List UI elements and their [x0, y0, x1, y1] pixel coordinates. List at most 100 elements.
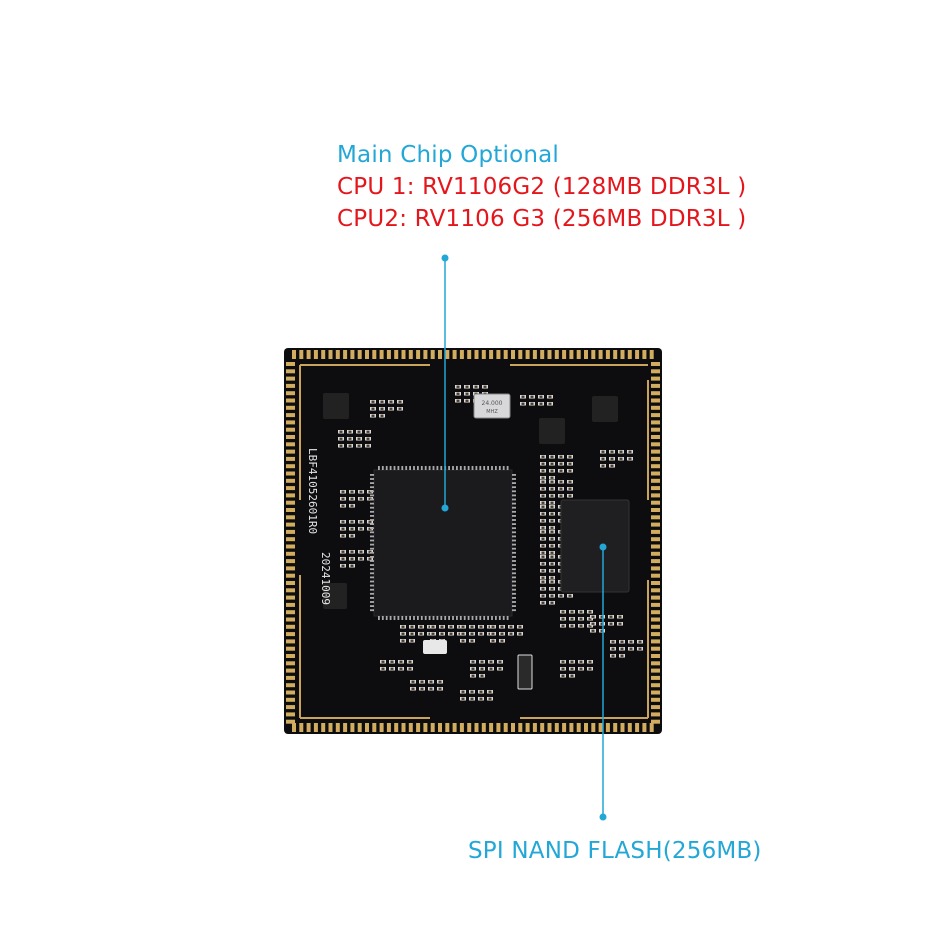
passive-body: [550, 551, 554, 554]
passive-body: [461, 625, 465, 628]
edge-pad: [286, 362, 295, 366]
edge-pad: [562, 723, 567, 732]
passive-body: [550, 455, 554, 458]
cpu-pin: [432, 466, 435, 470]
edge-pad: [620, 350, 625, 359]
edge-pad: [286, 719, 295, 724]
cpu-pin: [512, 531, 516, 534]
passive-body: [449, 632, 453, 635]
edge-pad: [286, 610, 295, 615]
passive-body: [341, 520, 345, 523]
passive-body: [611, 640, 615, 643]
cpu-pin: [512, 551, 516, 554]
passive-body: [491, 632, 495, 635]
edge-pad: [459, 723, 464, 732]
cpu-pin: [397, 466, 400, 470]
edge-pad: [503, 723, 508, 732]
edge-pad: [635, 350, 640, 359]
passive-body: [541, 530, 545, 533]
passive-body: [550, 494, 554, 497]
nand-flash-chip: [560, 499, 630, 593]
cpu-pin: [512, 523, 516, 525]
edge-pad: [651, 690, 660, 695]
edge-pad: [651, 675, 660, 680]
edge-pad: [306, 723, 311, 732]
edge-pad: [328, 723, 333, 732]
cpu-pin: [487, 466, 489, 470]
passive-body: [518, 625, 522, 628]
cpu-pin: [370, 506, 374, 509]
passive-body: [541, 476, 545, 479]
crystal-sub-text: MHZ: [486, 409, 498, 415]
edge-pad: [651, 581, 660, 585]
passive-body: [398, 400, 402, 403]
edge-pad: [489, 350, 494, 359]
cpu-pin: [417, 466, 419, 470]
passive-body: [366, 437, 370, 440]
edge-pad: [286, 500, 295, 505]
edge-pad: [467, 350, 472, 359]
cpu-pin: [393, 616, 396, 620]
passive-body: [381, 667, 385, 670]
passive-body: [579, 667, 583, 670]
cpu-pin: [370, 531, 374, 534]
edge-pad: [651, 456, 660, 461]
passive-body: [389, 407, 393, 410]
passive-body: [438, 680, 442, 683]
cpu-pin: [385, 466, 388, 470]
passive-body: [570, 674, 574, 677]
edge-pad: [286, 617, 295, 622]
main-chip-title: Main Chip Optional: [337, 142, 559, 168]
edge-pad: [651, 573, 660, 578]
edge-pad: [651, 391, 660, 396]
edge-pad: [286, 668, 295, 673]
cpu-pin: [512, 592, 516, 595]
cpu-pin: [483, 616, 486, 620]
edge-pad: [540, 723, 545, 732]
edge-pad: [350, 723, 355, 732]
passive-body: [579, 610, 583, 613]
edge-pad: [286, 624, 295, 629]
power-ic-3: [323, 583, 347, 609]
edge-pad: [511, 723, 515, 732]
passive-body: [541, 601, 545, 604]
passive-body: [541, 494, 545, 497]
passive-body: [350, 527, 354, 530]
passive-body: [541, 455, 545, 458]
passive-body: [550, 476, 554, 479]
edge-pad: [651, 537, 660, 542]
passive-body: [550, 526, 554, 529]
passive-body: [390, 660, 394, 663]
edge-pad: [286, 405, 295, 410]
cpu-pin: [370, 502, 374, 505]
passive-body: [610, 457, 614, 460]
passive-body: [550, 601, 554, 604]
cpu-pin: [370, 474, 374, 476]
passive-body: [561, 674, 565, 677]
passive-body: [429, 687, 433, 690]
edge-pad: [569, 350, 574, 359]
power-ic-1: [323, 393, 349, 419]
passive-body: [350, 557, 354, 560]
cpu-pin: [440, 466, 443, 470]
edge-pad: [489, 723, 494, 732]
edge-pad: [651, 362, 660, 366]
passive-body: [568, 494, 572, 497]
passive-body: [368, 550, 372, 553]
cpu-pin: [459, 466, 462, 470]
edge-pad: [651, 515, 660, 520]
passive-body: [456, 399, 460, 402]
edge-pad: [335, 350, 340, 359]
passive-body: [541, 580, 545, 583]
cpu-pin: [393, 466, 396, 470]
edge-pad: [321, 350, 326, 359]
cpu-pin: [512, 564, 516, 566]
edge-pad: [286, 602, 295, 607]
cpu-pin: [512, 605, 516, 607]
cpu-pin: [487, 616, 489, 620]
cpu-pin: [498, 466, 501, 470]
passive-body: [410, 632, 414, 635]
edge-pad: [408, 723, 413, 732]
passive-body: [429, 680, 433, 683]
passive-body: [470, 697, 474, 700]
